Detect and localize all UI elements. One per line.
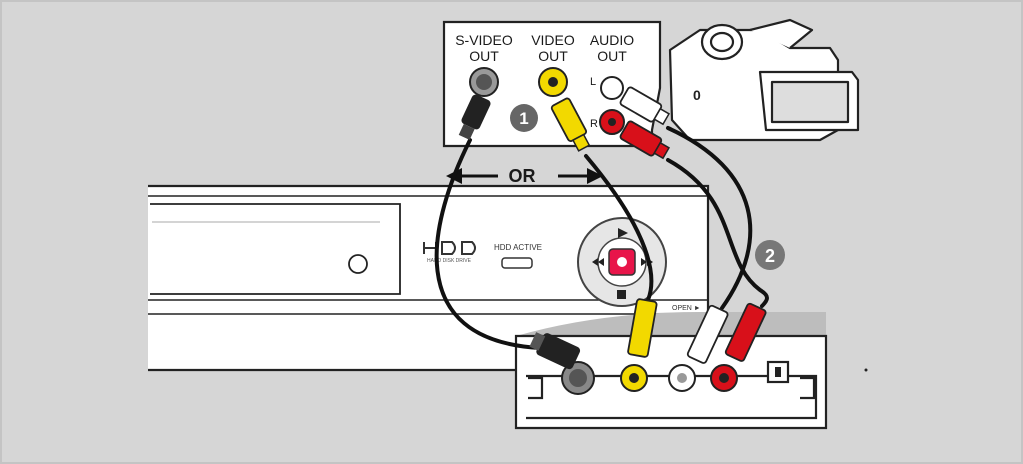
recorder-audio-left-in-jack bbox=[668, 364, 696, 392]
record-button bbox=[608, 248, 636, 276]
audio-left-plug-bottom bbox=[686, 304, 729, 364]
video-out-label-line1: VIDEO bbox=[531, 32, 575, 48]
recorder-video-in-jack bbox=[620, 364, 648, 392]
step-1-number: 1 bbox=[519, 109, 528, 128]
hdd-tagline: HARD DISK DRIVE bbox=[427, 258, 472, 264]
audio-out-label-line1: AUDIO bbox=[590, 32, 634, 48]
step-2-badge: 2 bbox=[755, 240, 785, 270]
svideo-out-jack bbox=[469, 67, 499, 97]
svideo-out-label-line2: OUT bbox=[469, 48, 499, 64]
stop-icon bbox=[617, 290, 626, 299]
audio-right-out-jack bbox=[599, 109, 625, 135]
open-label: OPEN ► bbox=[672, 305, 701, 312]
audio-right-plug-top bbox=[619, 120, 671, 160]
video-plug-bottom bbox=[627, 298, 658, 358]
video-cable bbox=[584, 154, 654, 302]
audio-right-label: R bbox=[590, 118, 598, 130]
or-label: OR bbox=[509, 166, 536, 186]
audio-out-label-line2: OUT bbox=[597, 48, 627, 64]
eject-button-icon bbox=[348, 254, 368, 274]
step-1-badge: 1 bbox=[510, 104, 538, 132]
svideo-out-label-line1: S-VIDEO bbox=[455, 32, 513, 48]
hdd-active-indicator bbox=[501, 257, 533, 269]
audio-left-out-jack bbox=[600, 76, 624, 100]
audio-right-cable bbox=[666, 158, 769, 308]
camcorder-illustration: 0 bbox=[668, 18, 860, 142]
recorder-svideo-in-jack bbox=[561, 361, 595, 395]
recorder-audio-right-in-jack bbox=[710, 364, 738, 392]
audio-right-plug-bottom bbox=[724, 302, 767, 362]
svideo-plug-top bbox=[458, 94, 491, 140]
play-icon bbox=[618, 228, 628, 238]
video-out-label-line2: OUT bbox=[538, 48, 568, 64]
svg-text:0: 0 bbox=[693, 87, 701, 103]
audio-left-cable bbox=[666, 126, 753, 310]
video-plug-top bbox=[550, 97, 591, 152]
audio-left-label: L bbox=[590, 76, 596, 88]
audio-left-plug-top bbox=[619, 86, 671, 126]
step-2-number: 2 bbox=[765, 246, 775, 266]
hdd-active-label: HDD ACTIVE bbox=[494, 243, 542, 252]
rewind-icon bbox=[592, 258, 604, 266]
svideo-cable bbox=[434, 138, 542, 350]
video-out-jack bbox=[538, 67, 568, 97]
svideo-plug-bottom bbox=[529, 332, 581, 370]
